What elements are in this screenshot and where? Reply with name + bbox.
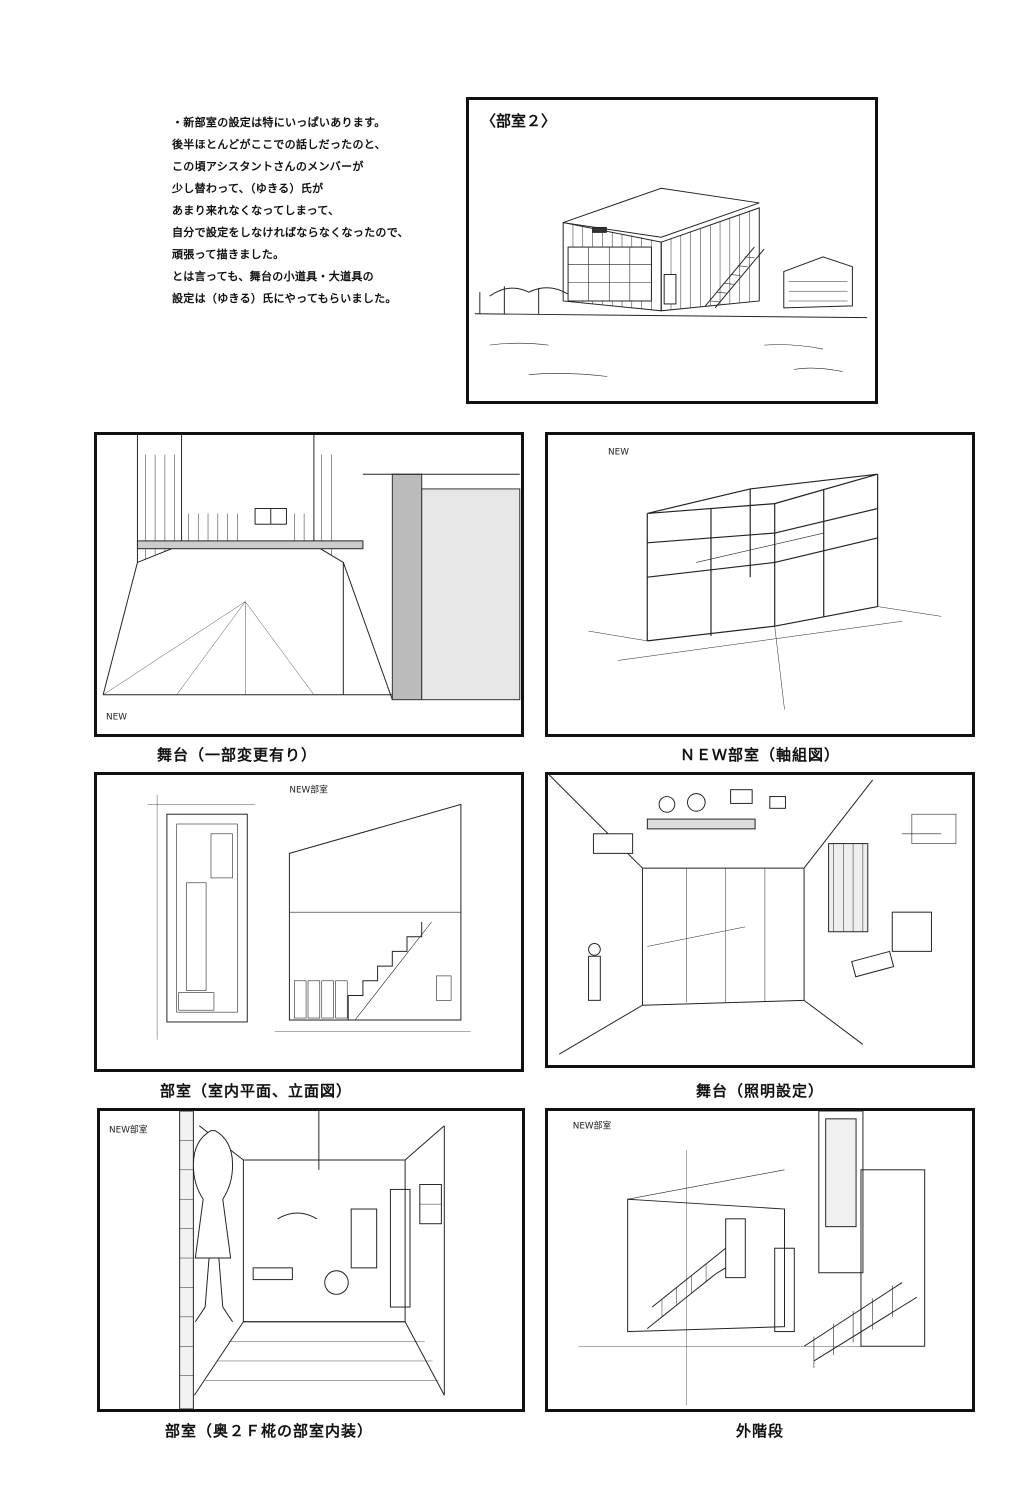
lighting-drawing [549,775,957,1055]
note-line: 少し替わって、（ゆきる）氏が [172,182,324,195]
stairs-caption: 外階段 [735,1422,784,1440]
plan-caption: 部室（室内平面、立面図） [159,1082,352,1100]
interior-caption: 部室（奥２Ｆ椛の部室内装） [164,1422,373,1440]
frame-new-label: NEW [608,448,629,458]
note-line: この頃アシスタントさんのメンバーが [172,160,364,173]
stage-new-label: NEW [106,712,127,722]
reference-panel: 〈部室２〉 [466,97,878,404]
note-line: とは言っても、舞台の小道具・大道具の [172,270,374,283]
note-line: 頑張って描きました。 [172,248,285,261]
frame-panel: NEW [545,432,975,737]
plan-drawing: NEW部室 [147,784,471,1040]
note-line: ・新部室の設定は特にいっぱいあります。 [172,116,386,129]
plan-panel: NEW部室 [94,772,524,1072]
interior-drawing: NEW部室 [109,1111,445,1409]
stage-caption: 舞台（一部変更有り） [156,746,317,764]
reference-label: 〈部室２〉 [481,112,557,130]
note-line: 設定は（ゆきる）氏にやってもらいました。 [172,292,397,305]
frame-caption: ＮＥＷ部室（軸組図） [679,746,840,764]
stage-panel: NEW [94,432,524,737]
stairs-drawing: NEW部室 [573,1111,926,1406]
lighting-panel [545,772,975,1068]
note-line: 自分で設定をしなければならなくなったので、 [172,226,409,239]
building-exterior-drawing [474,187,868,377]
intro-notes: ・新部室の設定は特にいっぱいあります。 後半ほとんどがここでの話しだったのと、 … [172,116,442,314]
interior-note: NEW部室 [109,1124,148,1136]
note-line: 後半ほとんどがここでの話しだったのと、 [172,138,386,151]
interior-panel: NEW部室 [97,1108,525,1412]
plan-heading-note: NEW部室 [289,784,328,796]
lighting-caption: 舞台（照明設定） [695,1082,824,1100]
frame-drawing: NEW [588,448,942,710]
stairs-note: NEW部室 [573,1120,612,1132]
note-line: あまり来れなくなってしまって、 [172,204,340,217]
stage-drawing: NEW [102,435,521,722]
stairs-panel: NEW部室 [545,1108,975,1412]
